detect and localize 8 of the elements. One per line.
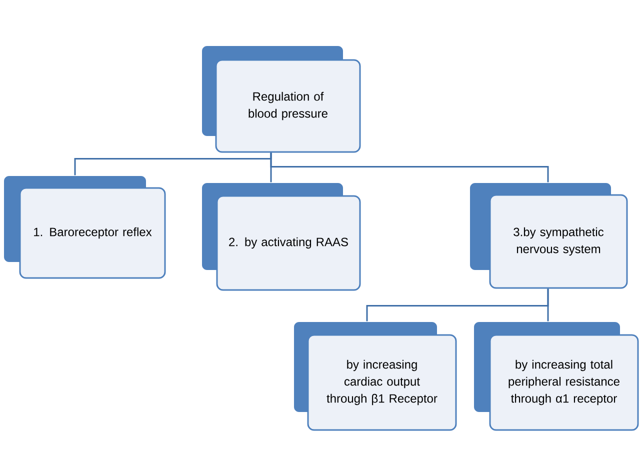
connector-line [547, 288, 549, 322]
process-box: 1. Baroreceptor reflex [4, 176, 166, 279]
process-box: 2. by activating RAAS [202, 183, 361, 291]
process-box: by increasing cardiac output through β1 Receptor [294, 322, 457, 431]
process-box: by increasing total peripheral resistance through α1 receptor [474, 322, 639, 431]
connector-line [270, 152, 549, 182]
process-box: Regulation of blood pressure [202, 46, 361, 153]
process-box: 3.by sympathetic nervous system [470, 183, 628, 289]
